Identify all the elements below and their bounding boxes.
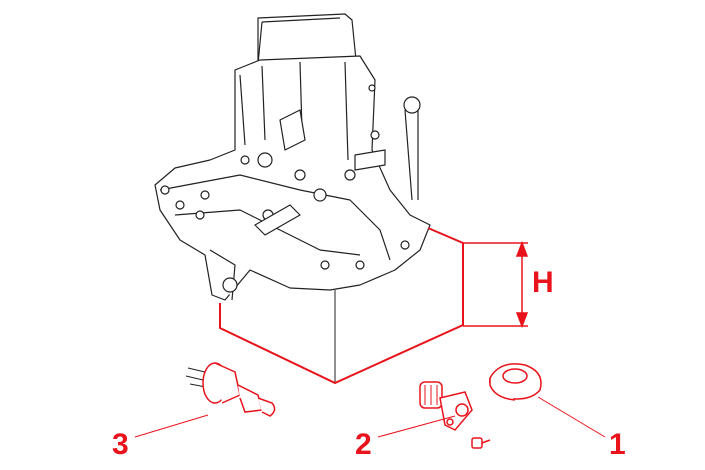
height-dimension: [463, 240, 529, 329]
part-1-label: 1: [609, 428, 626, 461]
leader-lines: [134, 396, 606, 438]
part-3-label: 3: [112, 428, 129, 461]
part-3-switch: [185, 362, 276, 417]
part-1-cam: [489, 363, 542, 401]
height-label: H: [532, 266, 554, 299]
part-2-sensor: [419, 381, 491, 449]
part-2-label: 2: [355, 428, 372, 461]
support-block-outline: [219, 227, 464, 385]
gearbox-body: [154, 13, 431, 301]
